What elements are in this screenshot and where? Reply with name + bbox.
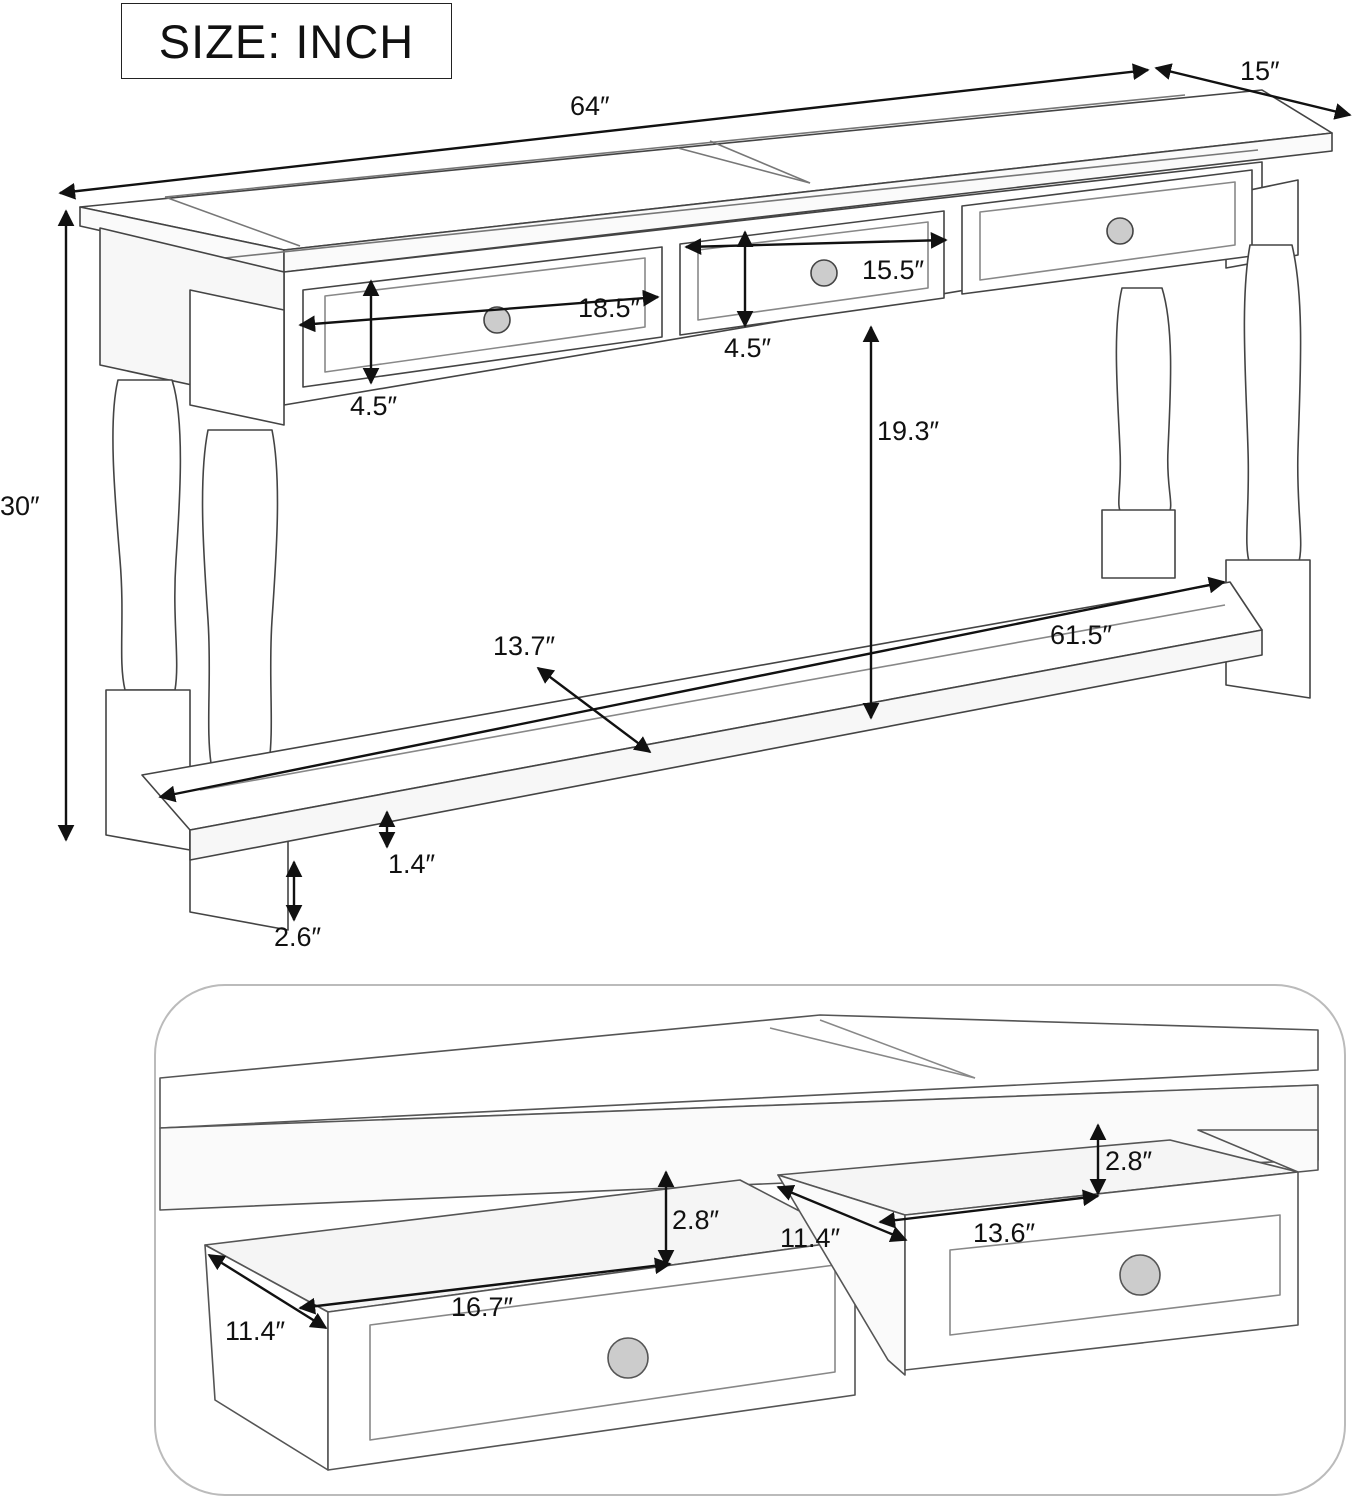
left-drawer-height-label: 2.8″: [672, 1205, 720, 1235]
left-drawer-depth-label: 11.4″: [225, 1316, 286, 1346]
console-table-drawing: [79, 89, 1333, 931]
left-corner-block: [189, 289, 285, 426]
right-drawer-width-label: 13.6″: [973, 1218, 1036, 1248]
large-drawer-width-label: 18.5″: [578, 293, 641, 323]
drawer-detail-drawing: [159, 1014, 1319, 1471]
leg-back-right: [1115, 287, 1172, 516]
dimension-arrows: [57, 63, 1352, 922]
right-drawer-height-label: 2.8″: [1105, 1146, 1153, 1176]
overall-depth-label: 15″: [1240, 56, 1280, 86]
foot-back-right: [1101, 509, 1176, 579]
shelf-length-label: 61.5″: [1050, 620, 1113, 650]
overall-length-label: 64″: [570, 91, 610, 121]
large-drawer-height-label: 4.5″: [350, 391, 398, 421]
leg-clearance-label: 2.6″: [274, 922, 322, 952]
detail-knob-left: [607, 1337, 649, 1379]
small-drawer-height-label: 4.5″: [724, 333, 772, 363]
left-drawer-width-label: 16.7″: [451, 1292, 514, 1322]
leg-back-left: [112, 379, 182, 691]
drawer-knob-middle: [810, 259, 838, 287]
size-unit-label: SIZE: INCH: [121, 3, 452, 79]
overall-height-label: 30″: [0, 491, 40, 521]
small-drawer-width-label: 15.5″: [862, 255, 925, 285]
shelf-depth-label: 13.7″: [493, 631, 556, 661]
drawer-knob-right: [1106, 217, 1134, 245]
detail-knob-right: [1119, 1254, 1161, 1296]
leg-front-left: [201, 429, 279, 771]
detail-dimension-arrows: [207, 1123, 1107, 1330]
leg-front-right: [1243, 244, 1302, 566]
shelf-thickness-label: 1.4″: [388, 849, 436, 879]
right-drawer-depth-label: 11.4″: [780, 1223, 841, 1253]
clearance-height-label: 19.3″: [877, 416, 940, 446]
